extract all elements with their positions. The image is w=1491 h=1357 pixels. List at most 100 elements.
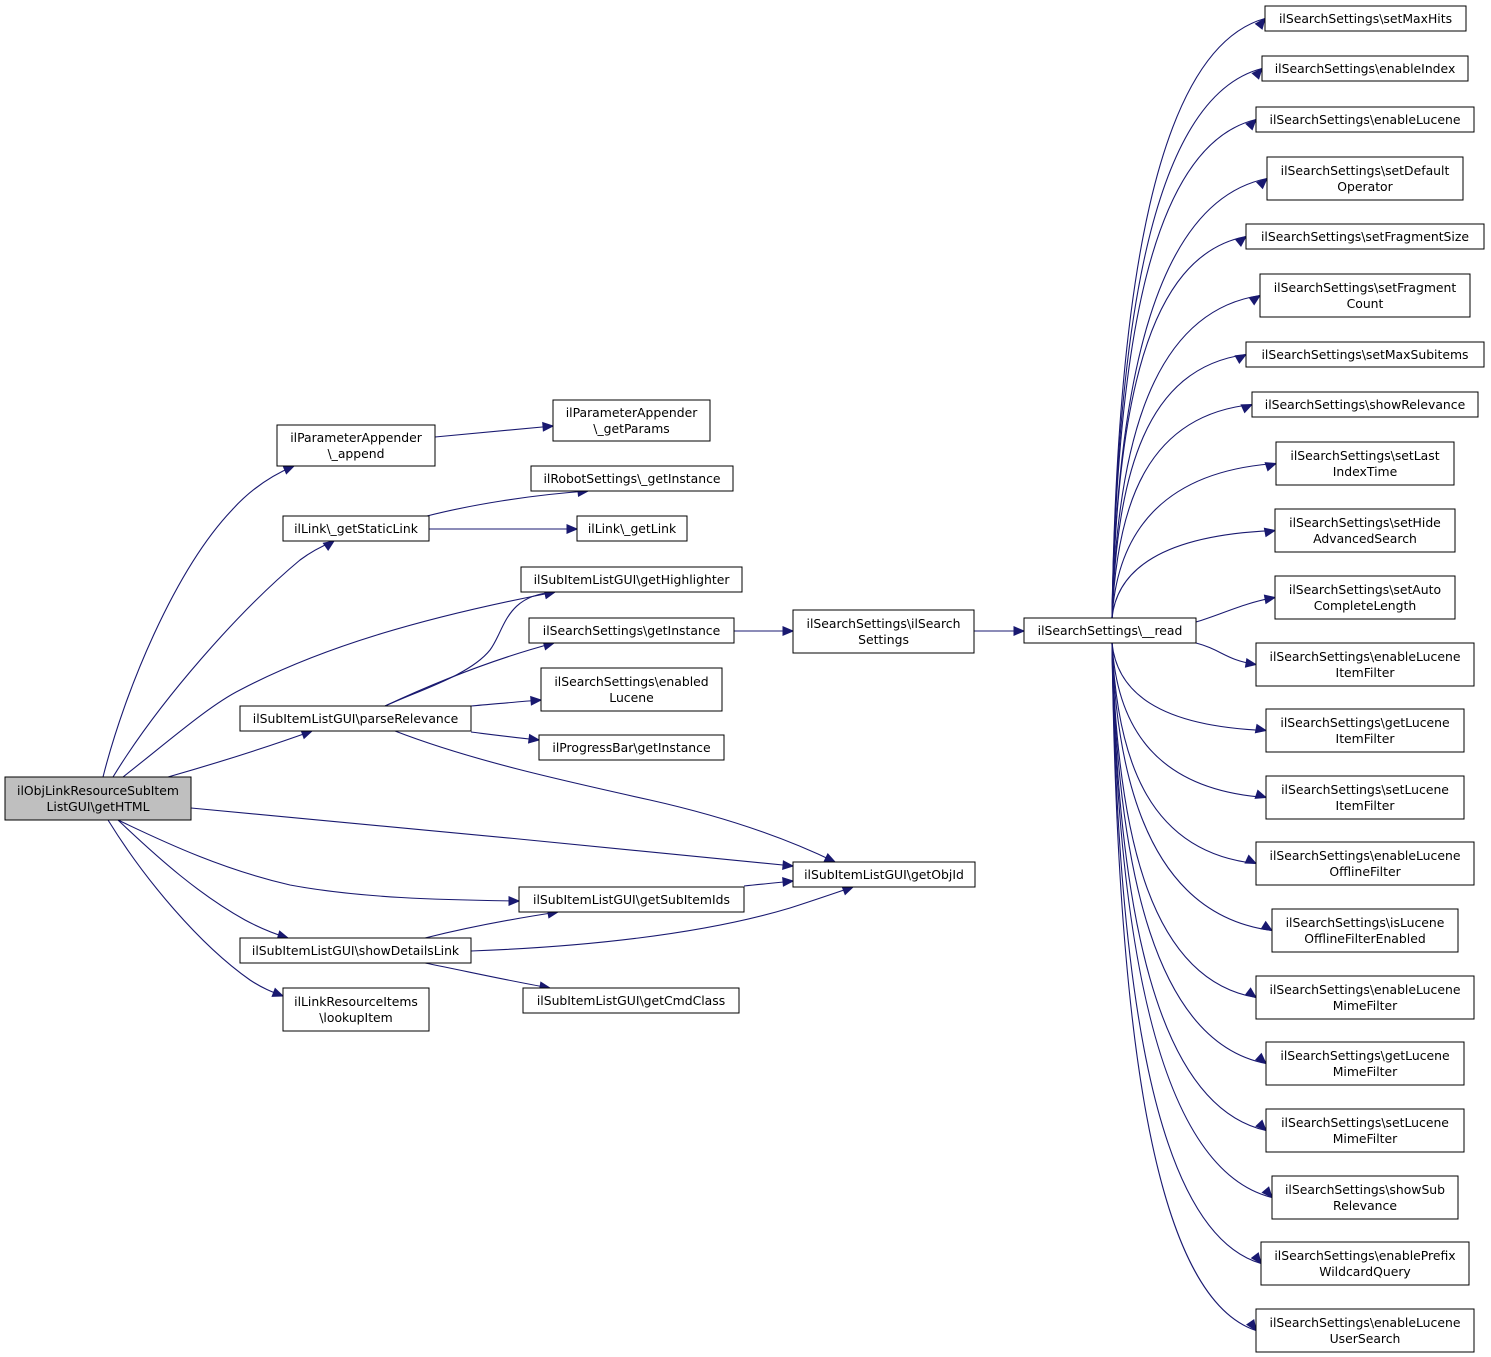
edge-staticlink-to-getlink — [429, 524, 579, 534]
node-label: ilSearchSettings\setLucene — [1281, 782, 1449, 797]
edge-line — [1111, 462, 1277, 619]
node-box — [1255, 1308, 1475, 1353]
edge-line — [112, 540, 335, 778]
node-label: Relevance — [1333, 1198, 1397, 1213]
node-staticlink[interactable]: ilLink\_getStaticLink — [282, 515, 430, 542]
node-label: ilSearchSettings\enableIndex — [1275, 61, 1456, 76]
edge-ss_read-to-r20 — [1111, 642, 1273, 1199]
arrow-head-icon — [782, 876, 795, 887]
node-box — [552, 399, 711, 442]
node-getobjid[interactable]: ilSubItemListGUI\getObjId — [792, 861, 976, 888]
node-label: \lookupItem — [319, 1010, 393, 1025]
node-box — [528, 617, 735, 644]
node-getsubitemids[interactable]: ilSubItemListGUI\getSubItemIds — [518, 886, 745, 913]
node-label: ListGUI\getHTML — [47, 799, 150, 814]
node-r07[interactable]: ilSearchSettings\setMaxSubitems — [1245, 341, 1485, 368]
node-label: Settings — [858, 632, 909, 647]
node-pa-append[interactable]: ilParameterAppender\_append — [276, 424, 436, 467]
node-label: ilSearchSettings\setFragment — [1274, 280, 1457, 295]
node-label: ilSearchSettings\setHide — [1289, 515, 1441, 530]
arrow-head-icon — [1013, 626, 1026, 636]
node-getlink[interactable]: ilLink\_getLink — [576, 515, 688, 542]
edge-ss_read-to-r05 — [1111, 235, 1247, 619]
node-label: ilSearchSettings\enablePrefix — [1274, 1248, 1455, 1263]
node-r15[interactable]: ilSearchSettings\enableLuceneOfflineFilt… — [1255, 841, 1475, 886]
node-ss-construct[interactable]: ilSearchSettings\ilSearchSettings — [792, 609, 975, 654]
edge-line — [1111, 529, 1276, 619]
node-box — [282, 515, 430, 542]
node-r02[interactable]: ilSearchSettings\enableIndex — [1261, 55, 1469, 82]
edge-ss_read-to-r07 — [1111, 353, 1248, 619]
node-label: ilParameterAppender — [290, 430, 423, 445]
node-ss-read[interactable]: ilSearchSettings\__read — [1023, 617, 1197, 644]
edge-ss_getinstance-to-ss_construct — [734, 626, 795, 636]
node-lookupitem[interactable]: ilLinkResourceItems\lookupItem — [282, 987, 430, 1032]
node-r16[interactable]: ilSearchSettings\isLuceneOfflineFilterEn… — [1271, 908, 1459, 953]
node-label: ItemFilter — [1336, 665, 1396, 680]
node-r08[interactable]: ilSearchSettings\showRelevance — [1251, 391, 1479, 418]
edge-parserelevance-to-highlighter — [384, 589, 557, 707]
node-label: MimeFilter — [1333, 998, 1398, 1013]
node-r05[interactable]: ilSearchSettings\setFragmentSize — [1245, 223, 1485, 250]
edge-line — [434, 425, 554, 438]
node-r03[interactable]: ilSearchSettings\enableLucene — [1255, 106, 1475, 133]
node-label: ilProgressBar\getInstance — [552, 740, 710, 755]
node-getcmdclass[interactable]: ilSubItemListGUI\getCmdClass — [522, 987, 740, 1014]
node-r01[interactable]: ilSearchSettings\setMaxHits — [1264, 5, 1467, 32]
node-label: Count — [1347, 296, 1384, 311]
edge-line — [1111, 403, 1253, 619]
node-box — [1245, 223, 1485, 250]
arrow-head-icon — [1255, 1119, 1267, 1132]
node-box — [282, 987, 430, 1032]
node-label: Operator — [1337, 179, 1393, 194]
edge-line — [190, 807, 794, 867]
arrow-head-icon — [508, 896, 521, 906]
arrow-head-icon — [1261, 1186, 1273, 1199]
node-r21[interactable]: ilSearchSettings\enablePrefixWildcardQue… — [1260, 1241, 1470, 1286]
node-pa-getparams[interactable]: ilParameterAppender\_getParams — [552, 399, 711, 442]
node-parserelevance[interactable]: ilSubItemListGUI\parseRelevance — [239, 705, 472, 732]
node-label: ilSearchSettings\setMaxSubitems — [1261, 347, 1468, 362]
arrow-head-icon — [1250, 1252, 1262, 1265]
edge-line — [1195, 596, 1276, 623]
node-highlighter[interactable]: ilSubItemListGUI\getHighlighter — [520, 566, 743, 593]
node-box — [1275, 441, 1455, 486]
edge-line — [1111, 353, 1247, 619]
arrow-head-icon — [823, 853, 837, 863]
edge-pa_append-to-pa_getparams — [434, 421, 555, 438]
arrow-head-icon — [271, 987, 285, 997]
node-box — [1260, 1241, 1470, 1286]
node-box — [520, 566, 743, 593]
node-ss-getinstance[interactable]: ilSearchSettings\getInstance — [528, 617, 735, 644]
node-progressbar[interactable]: ilProgressBar\getInstance — [538, 734, 725, 761]
node-label: ItemFilter — [1336, 731, 1396, 746]
edge-line — [107, 819, 284, 997]
edge-ss_read-to-r04 — [1111, 177, 1268, 619]
node-box — [276, 424, 436, 467]
edge-ss_read-to-r11 — [1195, 594, 1277, 623]
node-robot[interactable]: ilRobotSettings\_getInstance — [530, 465, 734, 492]
node-box — [4, 776, 192, 821]
edge-staticlink-to-robot — [426, 487, 590, 517]
node-showdetailslink[interactable]: ilSubItemListGUI\showDetailsLink — [239, 937, 472, 964]
node-label: ilRobotSettings\_getInstance — [543, 471, 720, 486]
edge-ss_read-to-r01 — [1111, 17, 1266, 619]
edge-ss_read-to-r08 — [1111, 403, 1254, 619]
node-box — [1265, 1041, 1465, 1086]
node-box — [792, 861, 976, 888]
